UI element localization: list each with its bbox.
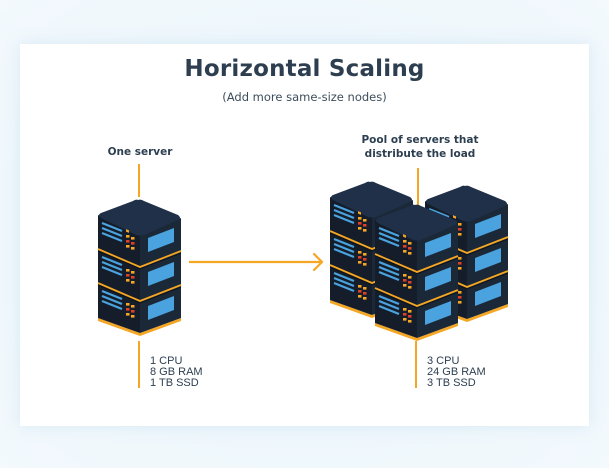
single-spec-cpu: 1 CPU	[150, 355, 183, 367]
diagram-title: Horizontal Scaling	[184, 56, 425, 82]
pool-label-line-2: distribute the load	[364, 148, 476, 160]
pool-label-line-1: Pool of servers that	[361, 134, 479, 146]
single-server-specs: 1 CPU 8 GB RAM 1 TB SSD	[150, 356, 203, 389]
single-server-label: One server	[107, 146, 173, 158]
pool-label: Pool of servers that distribute the load	[330, 133, 510, 161]
pool-spec-cpu: 3 CPU	[427, 355, 460, 367]
pool-spec-storage: 3 TB SSD	[427, 377, 476, 389]
single-spec-storage: 1 TB SSD	[150, 377, 199, 389]
single-server-icon	[98, 200, 181, 336]
diagram-subtitle: (Add more same-size nodes)	[222, 90, 387, 104]
pool-spec-ram: 24 GB RAM	[427, 366, 486, 378]
single-spec-ram: 8 GB RAM	[150, 366, 203, 378]
pool-specs: 3 CPU 24 GB RAM 3 TB SSD	[427, 356, 486, 389]
scale-arrow-icon	[189, 252, 324, 272]
pool-server-front-icon	[375, 205, 458, 341]
